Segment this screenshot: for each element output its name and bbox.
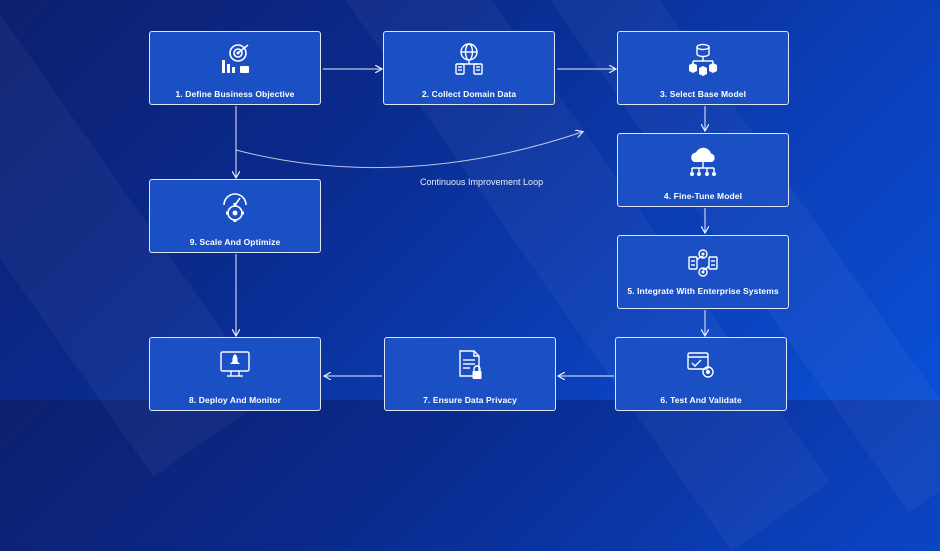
document-lock-icon: [459, 350, 482, 379]
step-label: 7. Ensure Data Privacy: [423, 395, 517, 405]
step-label: 8. Deploy And Monitor: [189, 395, 281, 405]
step-label: 5. Integrate With Enterprise Systems: [627, 286, 779, 296]
step-label: 9. Scale And Optimize: [189, 237, 281, 247]
server-gears-icon: [688, 249, 718, 277]
step-label: 4. Fine-Tune Model: [663, 191, 743, 201]
flow-connectors: [0, 0, 940, 400]
monitor-rocket-icon: [220, 351, 250, 377]
step-label: 6. Test And Validate: [660, 395, 742, 405]
step-label: 3. Select Base Model: [659, 89, 747, 99]
step-label: 2. Collect Domain Data: [421, 89, 517, 99]
window-gear-icon: [687, 352, 714, 378]
step-card-4[interactable]: 4. Fine-Tune Model: [617, 133, 789, 207]
loop-label: Continuous Improvement Loop: [420, 177, 544, 187]
step-label: 1. Define Business Objective: [175, 89, 295, 99]
step-card-1[interactable]: 1. Define Business Objective: [149, 31, 321, 105]
step-card-2[interactable]: 2. Collect Domain Data: [383, 31, 555, 105]
hierarchy-database-icon: [689, 43, 717, 76]
step-card-9[interactable]: 9. Scale And Optimize: [149, 179, 321, 253]
globe-database-icon: [455, 43, 483, 75]
speedometer-gear-icon: [223, 193, 247, 222]
target-chart-icon: [222, 44, 249, 73]
step-card-5[interactable]: 5. Integrate With Enterprise Systems: [617, 235, 789, 309]
step-card-8[interactable]: 8. Deploy And Monitor: [149, 337, 321, 411]
cloud-network-icon: [690, 147, 716, 176]
step-card-3[interactable]: 3. Select Base Model: [617, 31, 789, 105]
loop-curve: [235, 132, 582, 169]
